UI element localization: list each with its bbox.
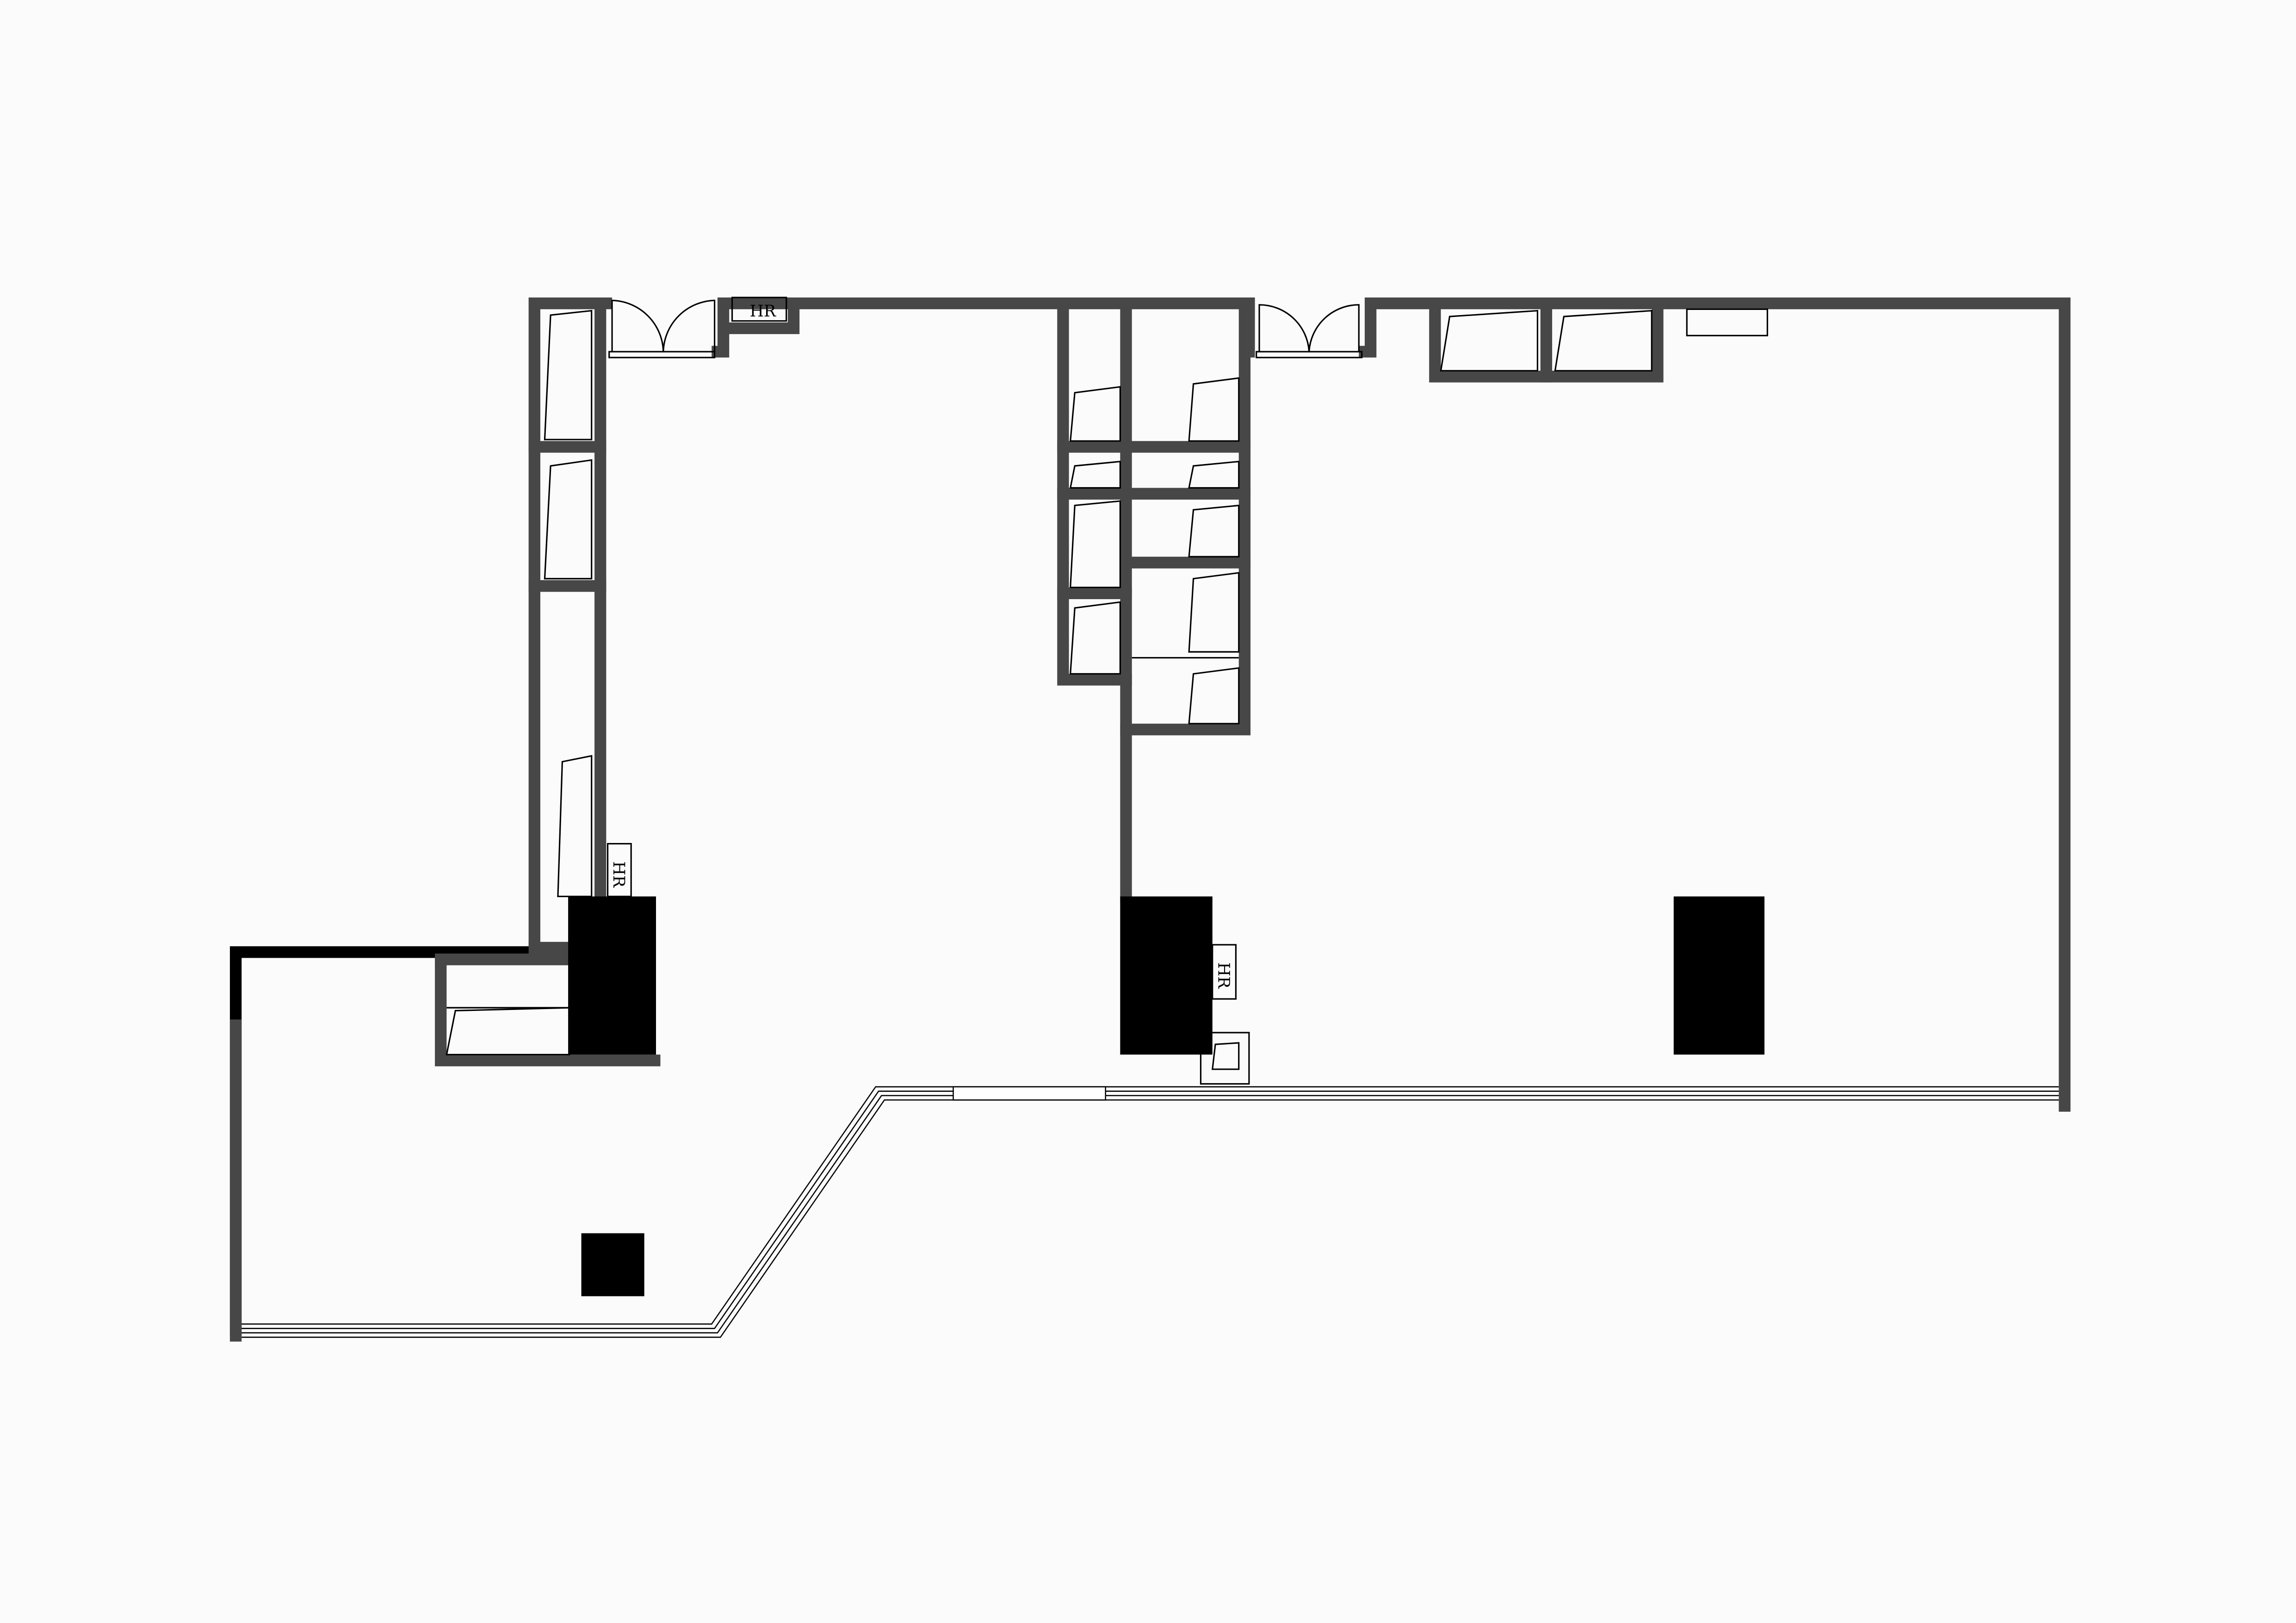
column — [1120, 896, 1213, 1055]
hr-label-top: HR — [750, 302, 777, 321]
central-closets — [1057, 297, 1251, 903]
double-door-left[interactable] — [608, 299, 716, 359]
corridor-cabinets: HR — [528, 310, 632, 954]
double-door-center[interactable] — [1256, 304, 1363, 359]
doors — [608, 299, 1363, 359]
column — [1673, 896, 1765, 1055]
hr-label-center: HR — [1214, 962, 1232, 989]
hr-box-top — [731, 297, 787, 322]
top-right-cabinet — [1429, 297, 1768, 383]
structural-columns — [568, 896, 1765, 1296]
hr-box-center — [1212, 944, 1237, 1000]
hr-label-left: HR — [609, 861, 628, 888]
sink-fixture — [1200, 1032, 1250, 1085]
exterior-walls — [229, 297, 2071, 1342]
glass-facade — [241, 1086, 2059, 1338]
column — [581, 1233, 644, 1296]
column — [568, 896, 656, 1055]
window-panel — [953, 1086, 1106, 1101]
